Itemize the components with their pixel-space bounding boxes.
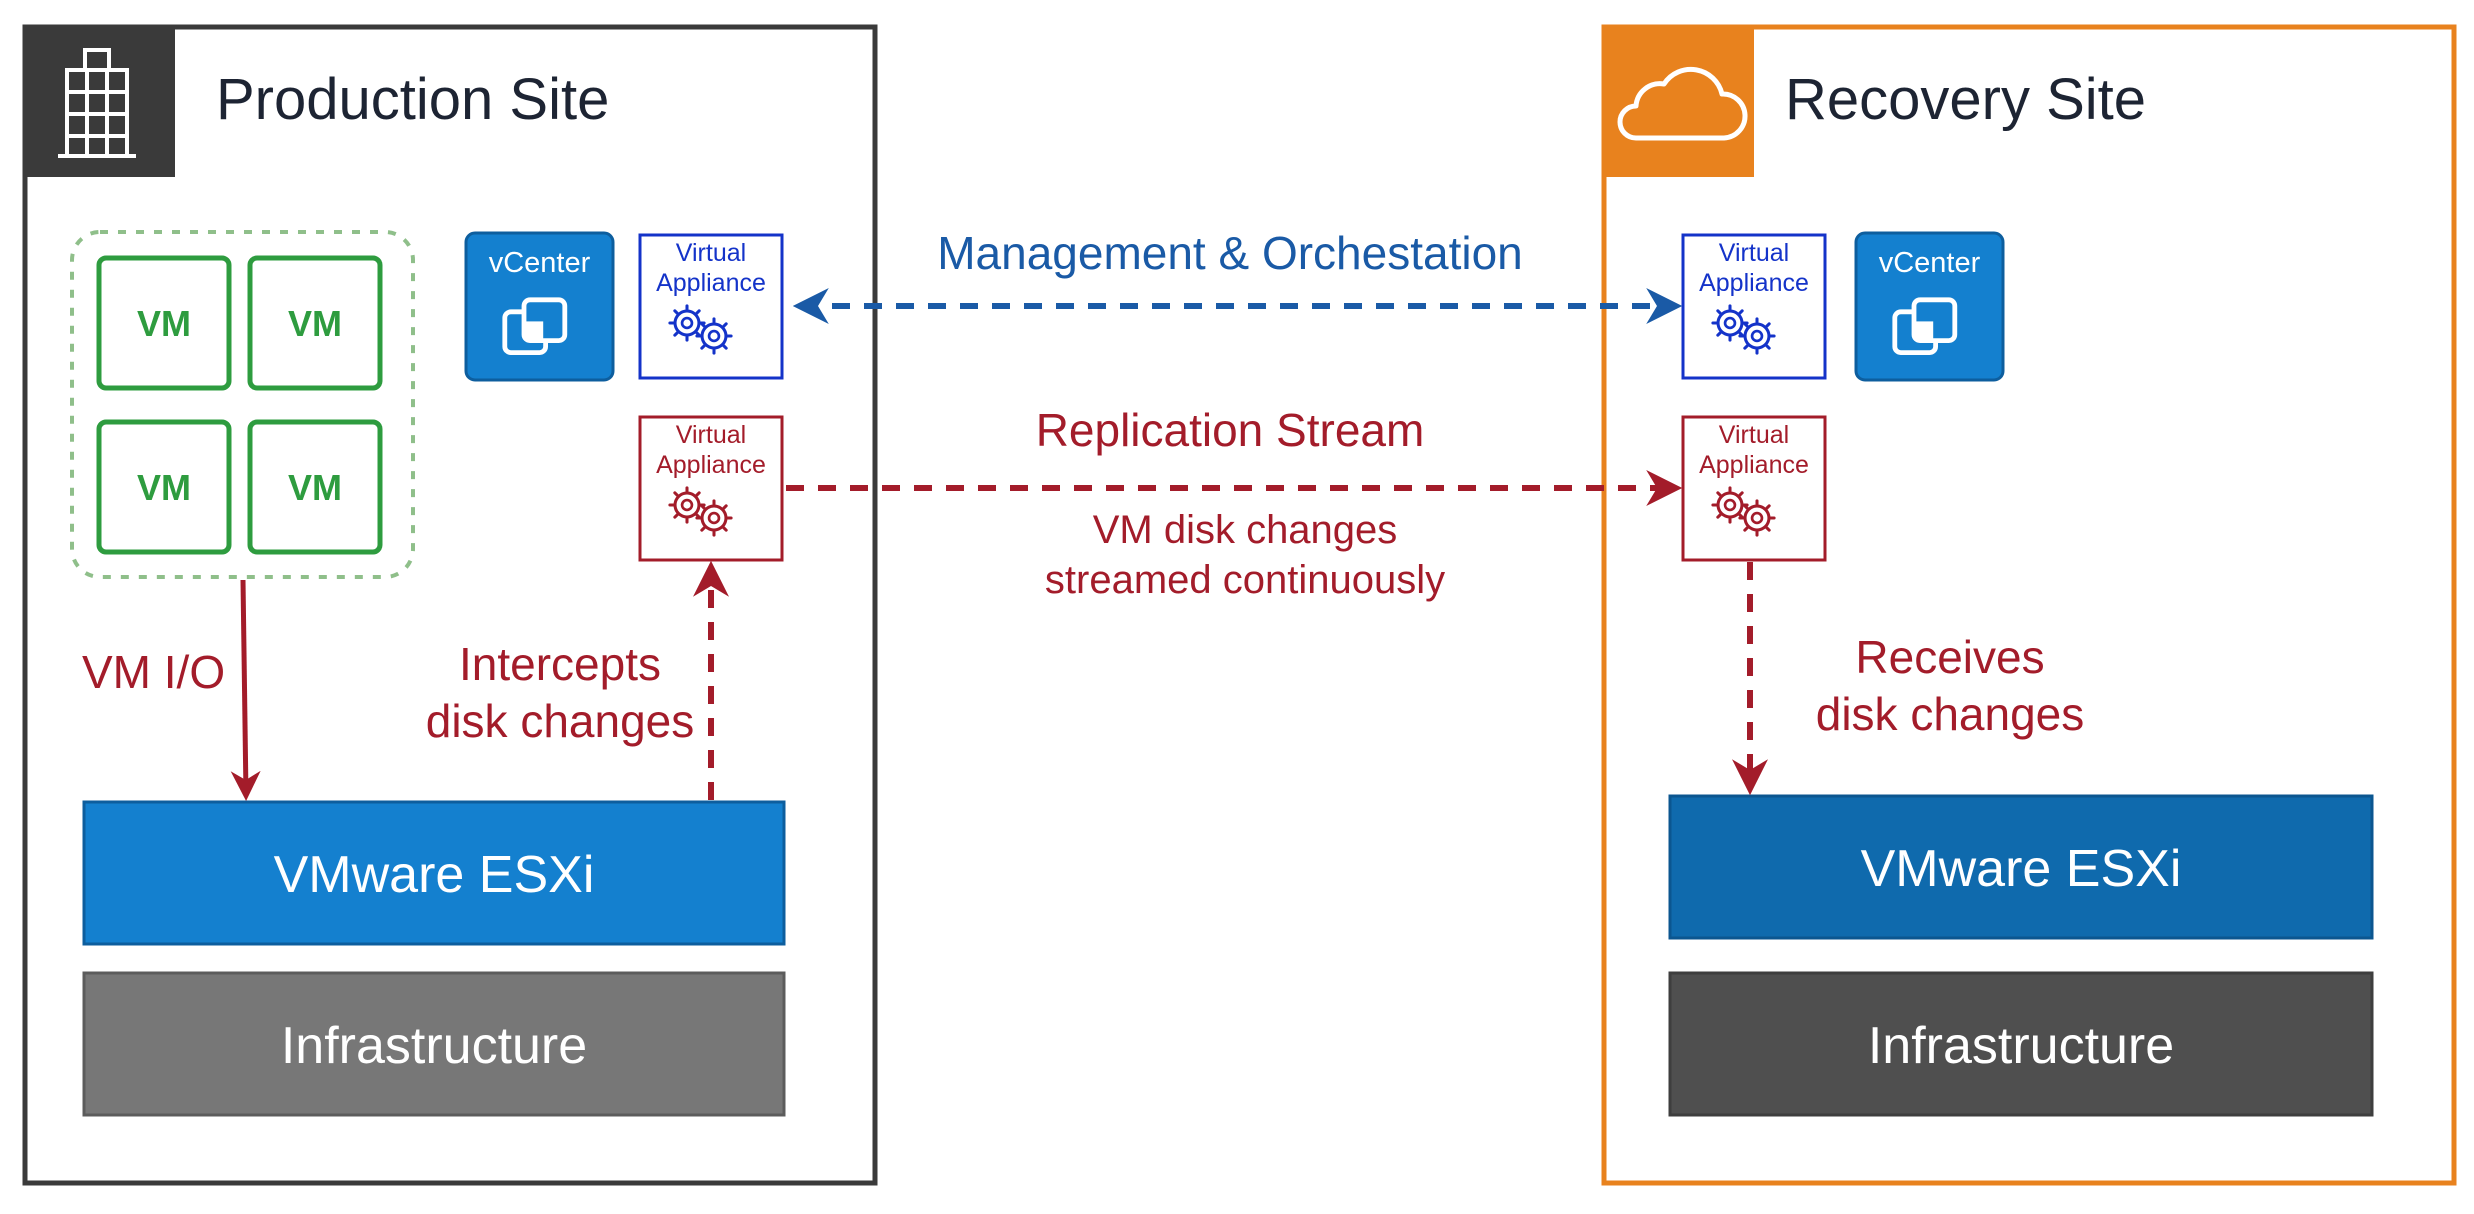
receives-label-line2: disk changes <box>1815 688 2085 740</box>
appliance-label-line2: Appliance <box>1699 451 1809 479</box>
appliance-label-line1: Virtual <box>676 421 746 449</box>
production-infrastructure-bar[interactable]: Infrastructure <box>82 971 786 1117</box>
recovery-infrastructure-bar[interactable]: Infrastructure <box>1668 971 2374 1117</box>
vm-tile[interactable]: VM <box>96 419 232 555</box>
production-site-title: Production Site <box>216 67 610 132</box>
vcenter-label: vCenter <box>1879 247 1981 279</box>
infrastructure-label: Infrastructure <box>281 1017 587 1075</box>
appliance-label-line2: Appliance <box>656 269 766 297</box>
appliance-label-line1: Virtual <box>1719 239 1789 267</box>
intercepts-label-line2: disk changes <box>425 695 695 747</box>
vm-label: VM <box>137 303 191 344</box>
appliance-label-line2: Appliance <box>656 451 766 479</box>
vm-io-arrow <box>230 579 261 801</box>
replication-link-label: Replication Stream <box>1035 404 1425 456</box>
intercepts-label-line1: Intercepts <box>459 638 661 690</box>
recovery-site-border <box>1601 24 2457 1186</box>
esxi-label: VMware ESXi <box>1861 840 2182 898</box>
building-icon <box>25 27 175 177</box>
vm-label: VM <box>137 467 191 508</box>
vm-tile[interactable]: VM <box>96 255 232 391</box>
production-mgmt-appliance[interactable]: Virtual Appliance <box>638 233 784 380</box>
appliance-label-line1: Virtual <box>1719 421 1789 449</box>
vm-io-label: VM I/O <box>82 646 226 698</box>
cloud-icon <box>1604 27 1754 177</box>
appliance-label-line1: Virtual <box>676 239 746 267</box>
recovery-site-title: Recovery Site <box>1785 67 2147 132</box>
production-vcenter[interactable]: vCenter <box>464 231 615 382</box>
replication-note-line1: VM disk changes <box>1092 508 1398 552</box>
receives-label-line1: Receives <box>1855 631 2045 683</box>
recovery-repl-appliance[interactable]: Virtual Appliance <box>1681 415 1827 562</box>
vcenter-label: vCenter <box>489 247 591 279</box>
vm-group-border <box>70 230 415 579</box>
vm-tile[interactable]: VM <box>247 419 383 555</box>
appliance-label-line2: Appliance <box>1699 269 1809 297</box>
management-link-label: Management & Orchestation <box>937 227 1523 279</box>
vm-tile[interactable]: VM <box>247 255 383 391</box>
recovery-mgmt-appliance[interactable]: Virtual Appliance <box>1681 233 1827 380</box>
production-site-border <box>22 24 878 1186</box>
recovery-vcenter[interactable]: vCenter <box>1854 231 2005 382</box>
replication-note-line2: streamed continuously <box>1044 558 1446 602</box>
infrastructure-label: Infrastructure <box>1868 1017 2174 1075</box>
production-esxi-bar[interactable]: VMware ESXi <box>82 800 786 946</box>
recovery-esxi-bar[interactable]: VMware ESXi <box>1668 794 2374 940</box>
esxi-label: VMware ESXi <box>274 846 595 904</box>
production-repl-appliance[interactable]: Virtual Appliance <box>638 415 784 562</box>
production-site: VM VM VM VM vCenter Virtual Appliance <box>22 24 878 1186</box>
recovery-site: Virtual Appliance vCenter Virtual Applia… <box>1601 24 2457 1186</box>
vm-label: VM <box>288 467 342 508</box>
vm-label: VM <box>288 303 342 344</box>
